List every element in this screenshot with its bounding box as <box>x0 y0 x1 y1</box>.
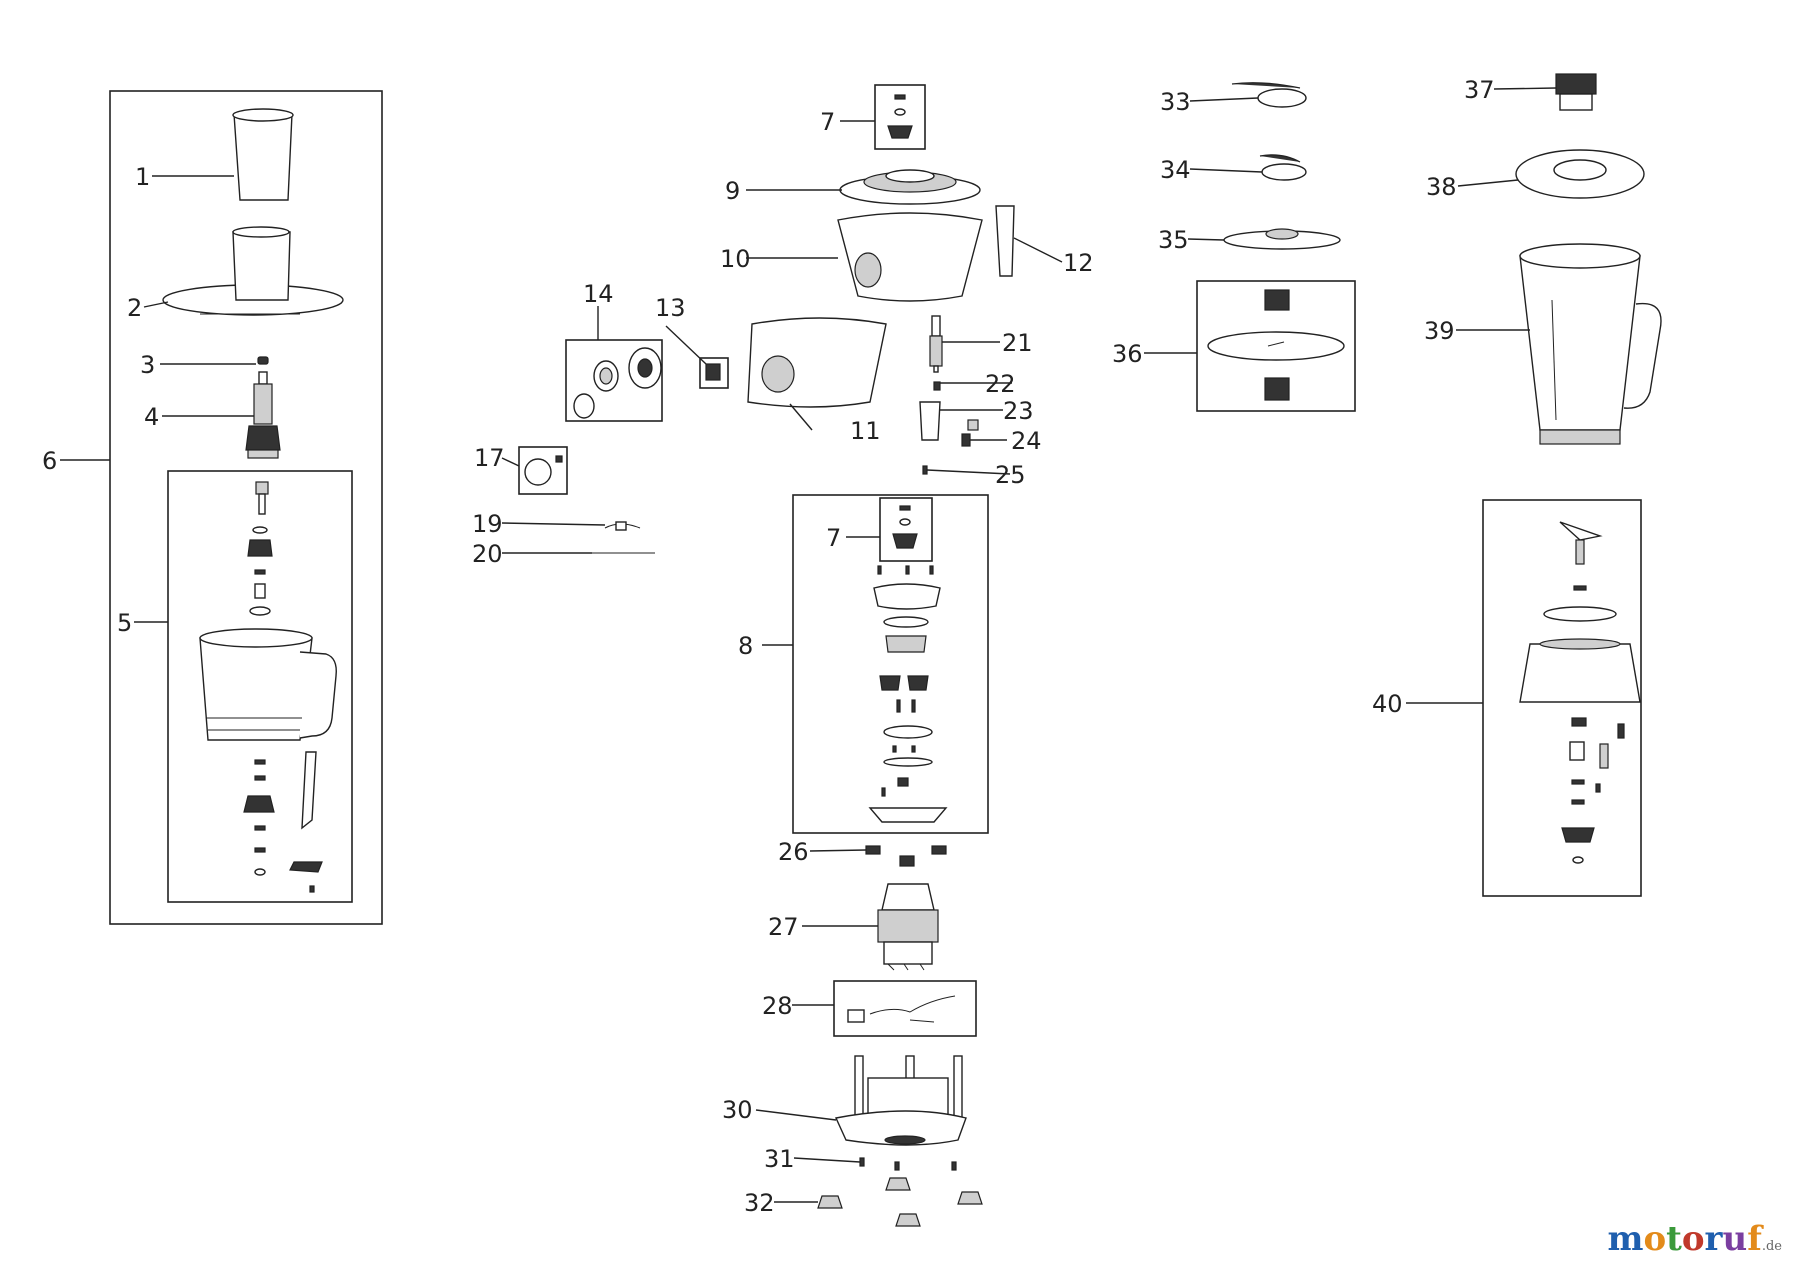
part-25-screw <box>922 465 928 475</box>
callout-12: 12 <box>1063 249 1094 277</box>
callout-25: 25 <box>995 461 1026 489</box>
callout-8: 8 <box>738 632 753 660</box>
callout-32: 32 <box>744 1189 775 1217</box>
part-32-feet <box>817 1177 983 1227</box>
callout-2: 2 <box>127 294 142 322</box>
group-box-7-lower <box>879 497 933 562</box>
callout-28: 28 <box>762 992 793 1020</box>
callout-5: 5 <box>117 609 132 637</box>
part-7-coupler-top <box>887 94 913 139</box>
part-28-wiring-set <box>847 995 956 1023</box>
callout-14: 14 <box>583 280 614 308</box>
group-box-14 <box>565 339 663 422</box>
callout-9: 9 <box>725 177 740 205</box>
callout-34: 34 <box>1160 156 1191 184</box>
watermark-logo: motoruf.de <box>1607 1219 1782 1259</box>
group-box-6 <box>109 90 383 925</box>
group-box-28 <box>833 980 977 1037</box>
callout-37: 37 <box>1464 76 1495 104</box>
callout-7-top: 7 <box>820 108 835 136</box>
part-30-base <box>834 1055 967 1146</box>
group-box-17 <box>518 446 568 495</box>
part-19-wire-clip <box>604 521 641 531</box>
callout-10: 10 <box>720 245 751 273</box>
part-39-blender-jar <box>1519 243 1662 445</box>
callout-labels: 1 2 3 4 5 6 7 8 9 10 11 12 13 14 17 19 2… <box>42 76 1495 1217</box>
part-11-lower-housing <box>747 317 887 408</box>
part-24-clip <box>961 433 971 447</box>
callout-27: 27 <box>768 913 799 941</box>
part-33-disc <box>1231 82 1307 108</box>
watermark-suffix: .de <box>1761 1239 1782 1254</box>
part-23-bracket <box>919 401 979 441</box>
part-14-knob-set <box>573 347 662 419</box>
callout-40: 40 <box>1372 690 1403 718</box>
callout-6: 6 <box>42 447 57 475</box>
part-17-dial <box>524 455 563 486</box>
part-1-pusher <box>232 108 294 201</box>
callout-33: 33 <box>1160 88 1191 116</box>
part-10-upper-housing <box>837 212 983 302</box>
part-21-switch-rod <box>929 315 943 373</box>
callout-26: 26 <box>778 838 809 866</box>
callout-36: 36 <box>1112 340 1143 368</box>
callout-39: 39 <box>1424 317 1455 345</box>
part-31-screws <box>859 1157 957 1171</box>
callout-7-lower: 7 <box>826 524 841 552</box>
callout-24: 24 <box>1011 427 1042 455</box>
group-box-36 <box>1196 280 1356 412</box>
group-box-7-top <box>874 84 926 150</box>
group-box-5 <box>167 470 353 903</box>
callout-11: 11 <box>850 417 881 445</box>
callout-38: 38 <box>1426 173 1457 201</box>
part-40-blade-assembly <box>1519 521 1641 864</box>
callout-13: 13 <box>655 294 686 322</box>
group-box-40 <box>1482 499 1642 897</box>
part-38-jar-lid <box>1515 149 1645 199</box>
part-4-drive-shaft <box>245 371 281 459</box>
callout-22: 22 <box>985 370 1016 398</box>
part-27-motor <box>877 883 939 971</box>
part-34-disc <box>1259 154 1307 181</box>
part-37-measuring-cap <box>1555 73 1597 111</box>
callout-3: 3 <box>140 351 155 379</box>
part-22-spring <box>933 381 941 391</box>
callout-31: 31 <box>764 1145 795 1173</box>
callout-17: 17 <box>474 444 505 472</box>
callout-19: 19 <box>472 510 503 538</box>
watermark-text: motoruf <box>1607 1219 1762 1259</box>
part-12-strip <box>995 205 1015 277</box>
part-35-disc <box>1223 228 1341 250</box>
leader-lines <box>60 87 1557 1203</box>
callout-30: 30 <box>722 1096 753 1124</box>
callout-21: 21 <box>1002 329 1033 357</box>
group-box-13 <box>699 357 729 389</box>
group-box-8 <box>792 494 989 834</box>
part-3-small-nut <box>257 356 269 365</box>
part-36-disc-set <box>1207 289 1345 401</box>
callout-1: 1 <box>135 163 150 191</box>
callout-4: 4 <box>144 403 159 431</box>
part-13-switch <box>705 363 721 381</box>
part-9-top-cover <box>839 169 981 205</box>
callout-20: 20 <box>472 540 503 568</box>
part-2-feed-lid <box>162 226 344 316</box>
part-26-bushings <box>865 845 947 867</box>
part-8-gearbox <box>868 505 948 823</box>
callout-35: 35 <box>1158 226 1189 254</box>
part-5-bowl-assembly <box>199 481 337 893</box>
callout-23: 23 <box>1003 397 1034 425</box>
